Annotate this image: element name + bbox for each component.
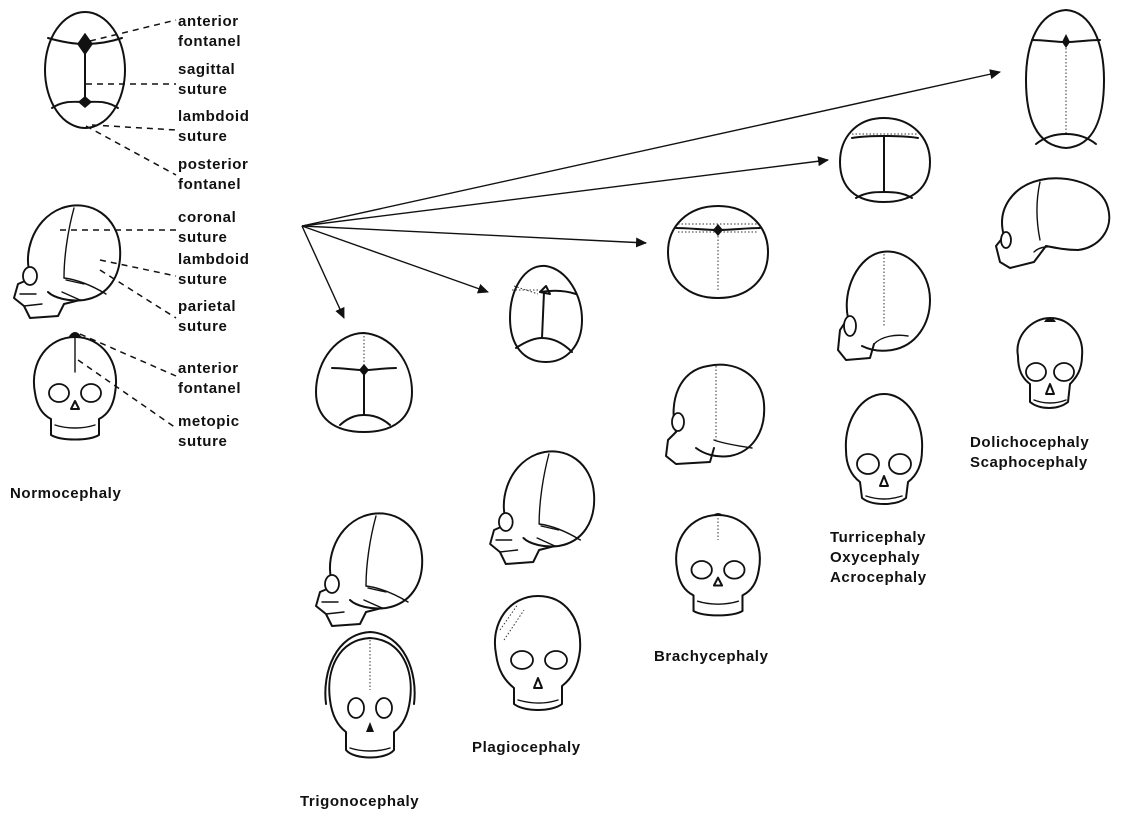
plagio-side-view-skull (490, 451, 594, 564)
label-coronal-suture: coronal suture (178, 209, 241, 246)
brachy-front-view-skull (676, 513, 760, 615)
label-anterior-fontanel-top: anterior fontanel (178, 13, 243, 50)
normo-top-view-skull (45, 12, 125, 128)
label-metopic-suture: metopic suture (178, 413, 245, 450)
title-turricephaly: Turricephaly Oxycephaly Acrocephaly (830, 529, 931, 586)
brachy-side-view-skull (666, 365, 764, 464)
label-parietal-suture: parietal suture (178, 298, 241, 335)
plagio-top-view-skull (510, 266, 582, 362)
trigono-top-view-skull (316, 333, 412, 432)
title-brachycephaly: Brachycephaly (654, 648, 769, 665)
label-lambdoid-suture-side: lambdoid suture (178, 251, 254, 288)
dolicho-top-view-skull (1026, 10, 1104, 148)
dolicho-side-view-skull (996, 178, 1109, 268)
classification-arrows (302, 72, 1000, 318)
label-lambdoid-suture-top: lambdoid suture (178, 108, 254, 145)
brachy-top-view-skull (668, 206, 768, 298)
title-trigonocephaly: Trigonocephaly (300, 793, 419, 810)
label-sagittal-suture: sagittal suture (178, 61, 240, 98)
normo-side-view-skull (14, 205, 120, 318)
trigono-front-view-skull (325, 632, 414, 758)
title-normocephaly: Normocephaly (10, 485, 121, 502)
trigono-side-view-skull (316, 513, 422, 626)
title-plagiocephaly: Plagiocephaly (472, 739, 581, 756)
title-dolichocephaly: Dolichocephaly Scaphocephaly (970, 434, 1094, 471)
normo-front-view-skull (34, 332, 116, 440)
turri-front-view-skull (846, 394, 922, 504)
label-anterior-fontanel-front: anterior fontanel (178, 360, 243, 397)
turri-side-view-skull (838, 252, 930, 360)
plagio-front-view-skull (495, 596, 580, 710)
dolicho-front-view-skull (1017, 318, 1082, 409)
turri-top-view-skull (840, 118, 930, 202)
label-posterior-fontanel: posterior fontanel (178, 156, 253, 193)
leader-lines (60, 20, 176, 428)
